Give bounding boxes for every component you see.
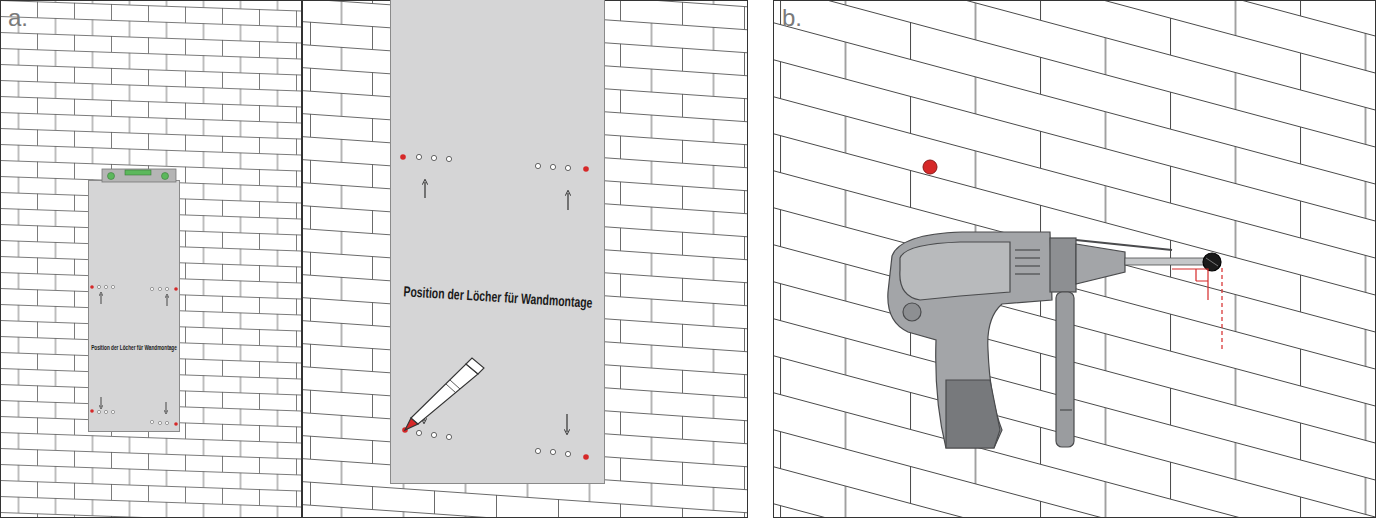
direction-arrows	[101, 294, 167, 412]
panel-label: a.	[8, 4, 28, 32]
panel-frame	[774, 1, 1376, 518]
template-sheet: Position der Löcher für Wandmontage	[88, 180, 180, 432]
panel-label: b.	[782, 4, 802, 32]
sheet-title: Position der Löcher für Wandmontage	[403, 283, 593, 311]
hole-marks	[400, 154, 589, 460]
right-angle-marks	[1172, 268, 1222, 352]
sheet-title: Position der Löcher für Wandmontage	[91, 344, 177, 351]
brick-wall	[1, 1, 301, 517]
spirit-level	[102, 169, 176, 182]
hole-marks	[90, 285, 178, 426]
drill-mark	[923, 160, 937, 174]
panel-frame	[1, 1, 302, 518]
drill-symbol	[888, 232, 1221, 448]
brick-wall	[774, 1, 1375, 517]
marker-pen	[405, 358, 484, 430]
